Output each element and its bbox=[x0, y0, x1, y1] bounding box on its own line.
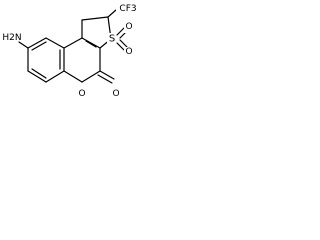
benzene-ring bbox=[27, 37, 65, 83]
molecule-diagram: H2N O O bbox=[0, 0, 145, 109]
amino-group: H2N bbox=[2, 33, 29, 49]
ring-oxygen-label: O bbox=[78, 89, 85, 99]
sulfonyl-oxygen-top-label: O bbox=[125, 22, 132, 32]
sulfolane-ring bbox=[81, 16, 112, 49]
ring-oxygen: O bbox=[77, 89, 87, 100]
lactone-ring bbox=[63, 37, 101, 83]
trifluoromethyl-label: CF3 bbox=[119, 4, 136, 14]
sulfonyl-oxygen-bottom-label: O bbox=[125, 47, 132, 57]
structure-svg: H2N O O bbox=[2, 3, 140, 100]
sulfur-label: S bbox=[109, 34, 115, 45]
carbonyl-group: O bbox=[97, 70, 121, 99]
carbonyl-oxygen-label: O bbox=[112, 89, 119, 99]
trifluoromethyl-group: CF3 bbox=[107, 3, 140, 18]
amino-label: H2N bbox=[2, 33, 21, 43]
sulfonyl-group: S O O bbox=[107, 22, 134, 58]
